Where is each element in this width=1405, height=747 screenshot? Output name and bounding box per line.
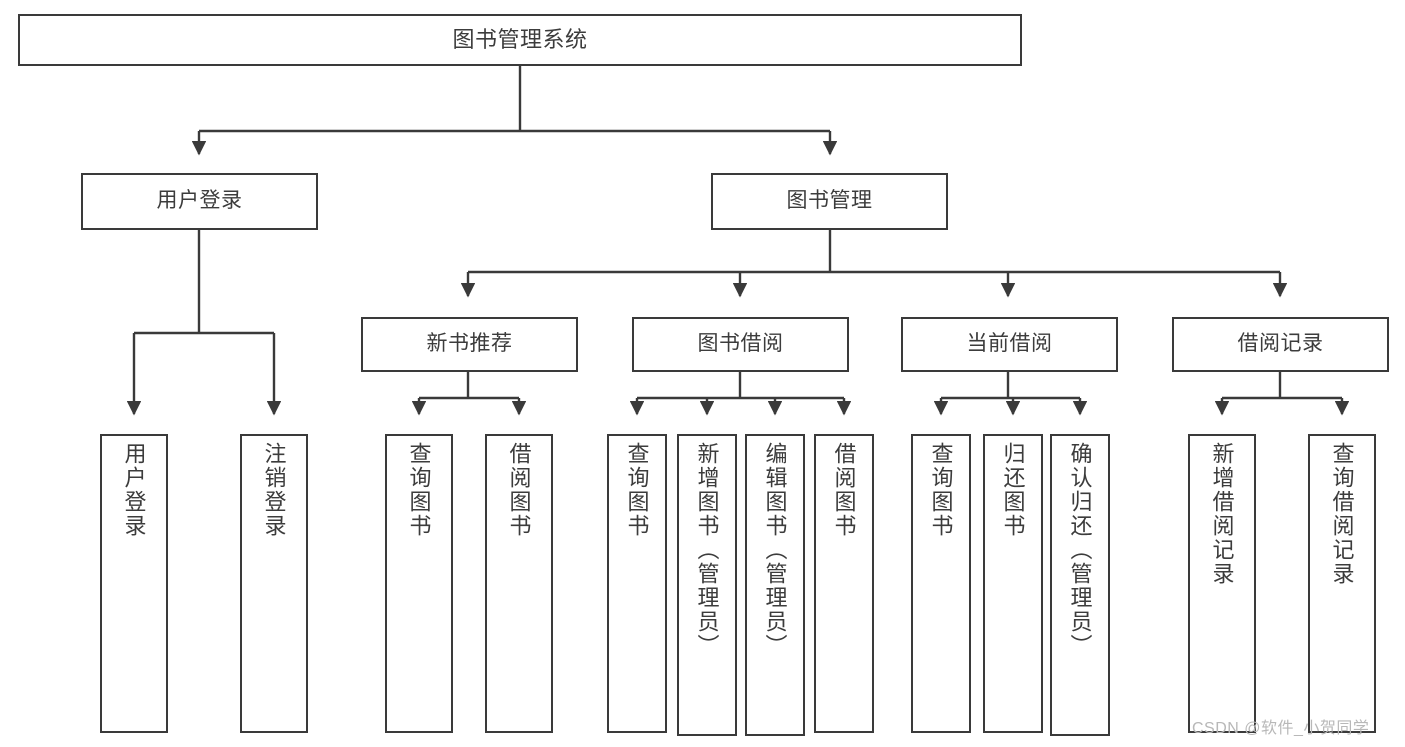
node-leaf-query-book-current[interactable]: 查询图书: [911, 434, 971, 733]
node-label: 查询图书: [624, 442, 650, 538]
node-leaf-edit-book-admin[interactable]: 编辑图书（管理员）: [745, 434, 805, 736]
node-label: 确认归还（管理员）: [1067, 442, 1093, 658]
node-label: 当前借阅: [966, 332, 1053, 356]
node-new-book-recommend[interactable]: 新书推荐: [361, 317, 578, 372]
node-leaf-query-book-borrow[interactable]: 查询图书: [607, 434, 667, 733]
node-leaf-user-login[interactable]: 用户登录: [100, 434, 168, 733]
csdn-watermark: CSDN @软件_小贺同学: [1192, 720, 1370, 737]
node-root-book-management-system[interactable]: 图书管理系统: [18, 14, 1022, 66]
node-label: 图书管理系统: [452, 27, 588, 53]
node-label: 归还图书: [1000, 442, 1026, 538]
node-book-management[interactable]: 图书管理: [711, 173, 948, 230]
node-label: 查询图书: [406, 442, 432, 538]
node-label: 借阅图书: [506, 442, 532, 538]
node-label: 查询借阅记录: [1329, 442, 1355, 586]
node-label: 新增借阅记录: [1209, 442, 1235, 586]
node-label: 借阅图书: [831, 442, 857, 538]
node-label: 图书借阅: [697, 332, 784, 356]
node-label: 注销登录: [261, 442, 287, 538]
node-label: 图书管理: [786, 189, 873, 213]
node-leaf-borrow-book-recommend[interactable]: 借阅图书: [485, 434, 553, 733]
node-leaf-return-book[interactable]: 归还图书: [983, 434, 1043, 733]
node-label: 编辑图书（管理员）: [762, 442, 788, 658]
node-label: 查询图书: [928, 442, 954, 538]
node-leaf-logout[interactable]: 注销登录: [240, 434, 308, 733]
node-leaf-query-book-recommend[interactable]: 查询图书: [385, 434, 453, 733]
node-leaf-borrow-book[interactable]: 借阅图书: [814, 434, 874, 733]
node-leaf-add-book-admin[interactable]: 新增图书（管理员）: [677, 434, 737, 736]
node-user-login[interactable]: 用户登录: [81, 173, 318, 230]
node-label: 新增图书（管理员）: [694, 442, 720, 658]
node-book-borrow[interactable]: 图书借阅: [632, 317, 849, 372]
node-leaf-add-borrow-record[interactable]: 新增借阅记录: [1188, 434, 1256, 733]
node-leaf-confirm-return-admin[interactable]: 确认归还（管理员）: [1050, 434, 1110, 736]
node-label: 借阅记录: [1237, 332, 1324, 356]
node-label: 用户登录: [156, 189, 243, 213]
node-current-borrow[interactable]: 当前借阅: [901, 317, 1118, 372]
node-leaf-query-borrow-record[interactable]: 查询借阅记录: [1308, 434, 1376, 733]
node-label: 新书推荐: [426, 332, 513, 356]
node-label: 用户登录: [121, 442, 147, 538]
node-borrow-record[interactable]: 借阅记录: [1172, 317, 1389, 372]
